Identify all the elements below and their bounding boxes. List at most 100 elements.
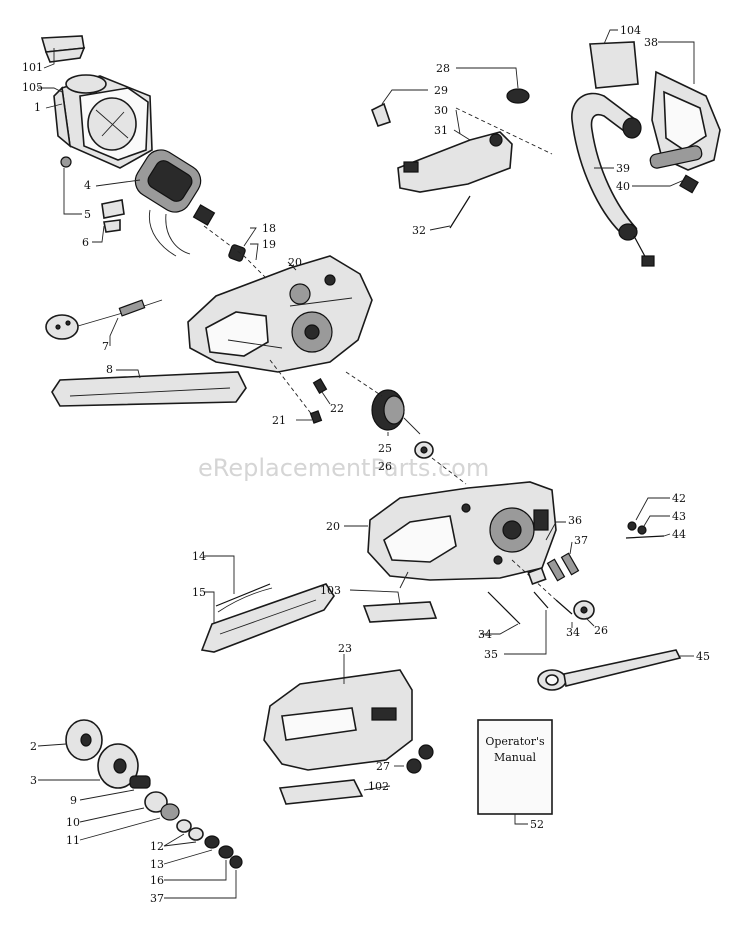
- callout-38: 38: [644, 36, 658, 49]
- callout-20-lower: 20: [326, 520, 340, 533]
- part-26-washer-upper[interactable]: [414, 441, 434, 459]
- part-14-saw-chain[interactable]: [215, 583, 273, 613]
- operators-manual[interactable]: Operator's Manual: [477, 719, 553, 815]
- part-40-bolt[interactable]: [633, 235, 655, 267]
- callout-30: 30: [434, 104, 448, 117]
- manual-title-line1: Operator's: [485, 735, 545, 748]
- part-36-adjuster[interactable]: [527, 566, 547, 586]
- watermark-text: eReplacementParts.com: [198, 454, 489, 482]
- part-13-washer[interactable]: [204, 835, 220, 849]
- part-101-label-plate[interactable]: [40, 35, 86, 63]
- callout-34-left: 34: [478, 628, 492, 641]
- part-20-housing-left[interactable]: [187, 255, 373, 373]
- callout-23: 23: [338, 642, 352, 655]
- callout-102: 102: [368, 780, 389, 793]
- callout-labels: 101 105 1 4 5 6 7 8 18 19 20 21 22 25 26…: [22, 24, 710, 905]
- callout-7: 7: [102, 340, 109, 353]
- part-6-brush[interactable]: [103, 219, 121, 233]
- callout-20-upper: 20: [288, 256, 302, 269]
- callout-9: 9: [70, 794, 77, 807]
- part-4-motor-armature[interactable]: [129, 144, 216, 257]
- part-15-bar[interactable]: [200, 583, 335, 653]
- part-42-44-hardware[interactable]: [625, 521, 665, 539]
- part-25-clutch-drum[interactable]: [371, 389, 421, 435]
- part-103-label[interactable]: [362, 601, 438, 623]
- part-4-screw[interactable]: [60, 156, 72, 168]
- manual-title-line2: Manual: [494, 751, 537, 764]
- callout-13: 13: [150, 858, 164, 871]
- callout-6: 6: [82, 236, 89, 249]
- part-39-front-handle[interactable]: [571, 92, 642, 241]
- callout-2: 2: [30, 740, 37, 753]
- callout-14: 14: [192, 550, 206, 563]
- part-2-outer-washer[interactable]: [65, 719, 103, 761]
- callout-103: 103: [320, 584, 341, 597]
- part-16-nut[interactable]: [218, 845, 234, 859]
- callout-40: 40: [616, 180, 630, 193]
- callout-44: 44: [672, 528, 686, 541]
- callout-34-right: 34: [566, 626, 580, 639]
- callout-16: 16: [150, 874, 164, 887]
- callout-1: 1: [34, 101, 41, 114]
- part-28-cap[interactable]: [506, 88, 530, 104]
- part-29-clip[interactable]: [370, 102, 392, 128]
- callout-19: 19: [262, 238, 276, 251]
- callout-4: 4: [84, 179, 91, 192]
- part-9-spring[interactable]: [129, 775, 151, 789]
- part-8-guide-bar[interactable]: [51, 371, 247, 407]
- callout-35: 35: [484, 648, 498, 661]
- callout-105: 105: [22, 81, 43, 94]
- callout-22: 22: [330, 402, 344, 415]
- part-11-washer[interactable]: [160, 803, 180, 821]
- part-10-ring[interactable]: [144, 791, 168, 813]
- callout-5: 5: [84, 208, 91, 221]
- part-45-wrench[interactable]: [537, 649, 682, 691]
- part-37-tension-pins[interactable]: [546, 552, 580, 582]
- part-102-label[interactable]: [278, 779, 364, 805]
- callout-12: 12: [150, 840, 164, 853]
- callout-10: 10: [66, 816, 80, 829]
- callout-15: 15: [192, 586, 206, 599]
- callout-45: 45: [696, 650, 710, 663]
- part-40-bolt-upper[interactable]: [679, 174, 699, 194]
- part-20-housing-right[interactable]: [367, 481, 557, 581]
- part-23-side-cover[interactable]: [263, 669, 413, 771]
- callout-32: 32: [412, 224, 426, 237]
- part-12-washers[interactable]: [176, 819, 204, 841]
- callout-104: 104: [620, 24, 641, 37]
- part-18-nut[interactable]: [228, 244, 246, 262]
- part-38-hand-guard[interactable]: [649, 70, 721, 171]
- callout-42: 42: [672, 492, 686, 505]
- part-5-brush-holder[interactable]: [101, 199, 125, 219]
- callout-101: 101: [22, 61, 43, 74]
- callout-31: 31: [434, 124, 448, 137]
- callout-26-upper: 26: [378, 460, 392, 473]
- part-1-motor-housing[interactable]: [53, 75, 153, 169]
- part-34-bolt-left[interactable]: [487, 591, 521, 625]
- callout-39: 39: [616, 162, 630, 175]
- part-7-power-cord[interactable]: [45, 299, 163, 340]
- callout-37-right: 37: [574, 534, 588, 547]
- part-27-nuts[interactable]: [406, 744, 434, 774]
- callout-37-left: 37: [150, 892, 164, 905]
- callout-28: 28: [436, 62, 450, 75]
- part-21-screw[interactable]: [309, 410, 323, 424]
- part-31-rear-handle[interactable]: [397, 131, 513, 193]
- part-105-housing-cap[interactable]: [65, 74, 107, 94]
- part-22-screw[interactable]: [312, 377, 328, 395]
- part-37-end-nut[interactable]: [229, 855, 243, 869]
- callout-25: 25: [378, 442, 392, 455]
- part-32-switch-spring[interactable]: [449, 195, 471, 229]
- part-34-bolt-right[interactable]: [555, 599, 573, 615]
- callout-8: 8: [106, 363, 113, 376]
- callout-36: 36: [568, 514, 582, 527]
- part-26-washer-lower[interactable]: [573, 600, 595, 620]
- callout-43: 43: [672, 510, 686, 523]
- callout-52: 52: [530, 818, 544, 831]
- part-3-sprocket-cover[interactable]: [97, 743, 139, 789]
- callout-18: 18: [262, 222, 276, 235]
- callout-27: 27: [376, 760, 390, 773]
- part-104-decal[interactable]: [589, 41, 639, 89]
- callout-3: 3: [30, 774, 37, 787]
- part-35-bolt[interactable]: [533, 591, 549, 609]
